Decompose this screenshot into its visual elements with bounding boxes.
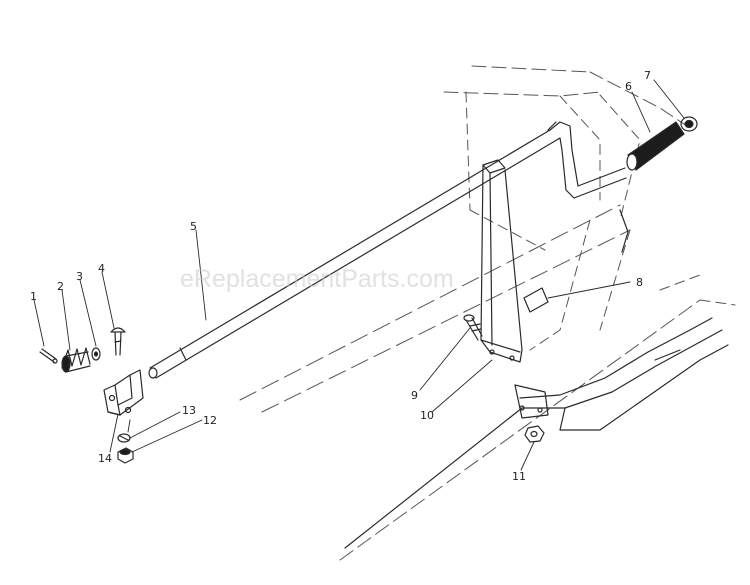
callout-3: 3 xyxy=(76,270,83,283)
callout-8: 8 xyxy=(636,276,643,289)
part-3-washer xyxy=(91,347,101,361)
part-11-nut xyxy=(524,425,545,443)
frame-bracket xyxy=(514,384,549,419)
part-9-bolt xyxy=(463,314,483,341)
callout-leaders xyxy=(33,79,685,471)
part-14-pivot-bracket xyxy=(103,369,144,416)
part-8-plate xyxy=(523,287,549,313)
callout-2: 2 xyxy=(57,280,64,293)
part-13-lock-washer xyxy=(117,433,131,443)
callout-7: 7 xyxy=(644,69,651,82)
watermark-text: eReplacementParts.com xyxy=(180,265,454,293)
callout-14: 14 xyxy=(98,452,112,465)
callout-13: 13 xyxy=(182,404,196,417)
callout-11: 11 xyxy=(512,470,526,483)
part-1-cotter-pin xyxy=(39,348,58,364)
lower-frame-rail xyxy=(344,209,729,549)
part-10-lift-bracket xyxy=(480,159,523,363)
part-4-carriage-bolt xyxy=(110,327,126,356)
part-5-lift-rod xyxy=(148,121,627,379)
callout-12: 12 xyxy=(203,414,217,427)
callout-10: 10 xyxy=(420,409,434,422)
callout-9: 9 xyxy=(411,389,418,402)
part-7-end-cap xyxy=(680,116,698,132)
part-2-spring xyxy=(61,347,91,373)
callout-4: 4 xyxy=(98,262,105,275)
callout-6: 6 xyxy=(625,80,632,93)
mower-frame-outline xyxy=(239,65,736,561)
part-6-grip xyxy=(626,121,685,171)
callout-labels: 1 2 3 4 5 6 7 8 9 10 11 12 13 14 xyxy=(30,69,651,483)
callout-5: 5 xyxy=(190,220,197,233)
part-12-locknut xyxy=(117,447,134,464)
callout-1: 1 xyxy=(30,290,37,303)
